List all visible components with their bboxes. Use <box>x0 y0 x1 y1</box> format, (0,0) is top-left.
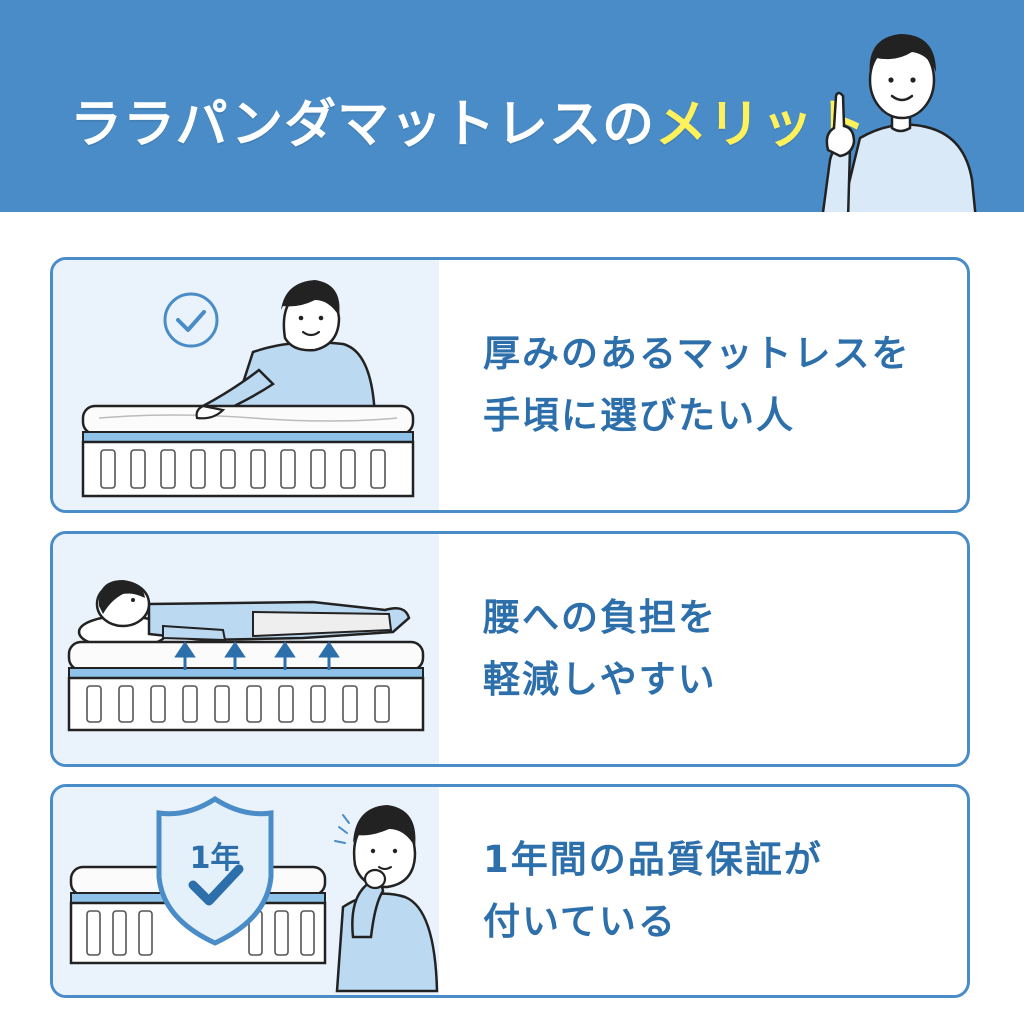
merit-1-line-2: 手頃に選びたい人 <box>483 394 795 437</box>
merit-text-1: 厚みのあるマットレスを 手頃に選びたい人 <box>483 260 947 510</box>
support-arrows-icon <box>174 641 340 670</box>
merit-1-line-1: 厚みのあるマットレスを <box>483 332 911 375</box>
shield-check-icon <box>156 796 274 946</box>
merit-2-line-1: 腰への負担を <box>483 596 717 639</box>
merit-card-1: 厚みのあるマットレスを 手頃に選びたい人 <box>50 257 970 513</box>
page-title: ララパンダマットレスのメリット <box>70 82 867 157</box>
merit-3-line-2: 付いている <box>483 900 677 943</box>
merit-illustration-1 <box>53 260 439 510</box>
title-main: ララパンダマットレスの <box>70 95 656 155</box>
merit-3-line-1: 1年間の品質保証が <box>483 838 823 881</box>
merit-card-3: 1年 1年間の品質保証が 付いている <box>50 784 970 998</box>
merit-text-2: 腰への負担を 軽減しやすい <box>483 534 947 764</box>
lying-on-mattress-illustration <box>67 580 425 732</box>
check-circle-icon <box>163 292 219 348</box>
warranty-illustration <box>69 796 439 993</box>
mattress-touch-illustration <box>81 280 415 498</box>
merit-2-line-2: 軽減しやすい <box>483 658 717 701</box>
merit-card-2: 腰への負担を 軽減しやすい <box>50 531 970 767</box>
merit-text-3: 1年間の品質保証が 付いている <box>483 787 947 995</box>
merit-illustration-2 <box>53 534 439 764</box>
pointing-man-illustration <box>821 34 977 212</box>
header-banner: ララパンダマットレスのメリット <box>0 0 1024 212</box>
merit-illustration-3: 1年 <box>53 787 439 995</box>
warranty-badge: 1年 <box>189 841 241 876</box>
